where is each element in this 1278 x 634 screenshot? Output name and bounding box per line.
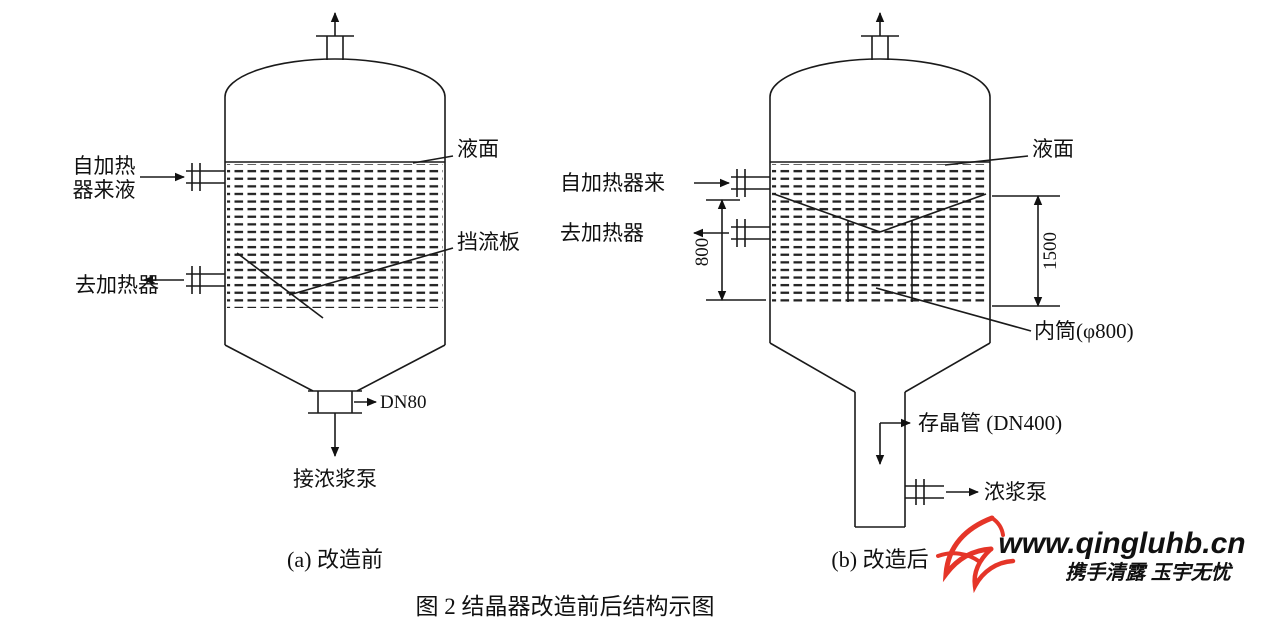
vessel-a-cone-right — [356, 344, 446, 392]
liquid-surface-label-a: 液面 — [457, 137, 499, 161]
subcaption-b: (b) 改造后 — [831, 547, 928, 572]
vessel-a-cone-left — [224, 344, 314, 392]
dim-1500-label: 1500 — [1040, 232, 1061, 270]
vessel-a-before — [140, 12, 454, 457]
vessel-a-dome — [224, 58, 446, 98]
pump-label-a: 接浓浆泵 — [293, 467, 377, 491]
liquid-surface-leader-b — [944, 155, 1029, 166]
liquid-surface-leader-a — [412, 155, 454, 164]
watermark: www.qingluhb.cn 携手清露 玉宇无忧 — [936, 515, 1246, 594]
pump-label-b: 浓浆泵 — [984, 480, 1047, 504]
pump-nozzle-b — [905, 479, 979, 505]
vessel-b-after — [693, 12, 1060, 528]
outlet-label-b: 去加热器 — [560, 221, 644, 245]
watermark-url: www.qingluhb.cn — [998, 527, 1245, 560]
bottom-nozzle-a — [308, 390, 377, 457]
inlet-label-b: 自加热器来 — [560, 171, 665, 195]
liquid-surface-label-b: 液面 — [1032, 137, 1074, 161]
inlet-label-a-line2: 器来液 — [73, 178, 136, 202]
inner-cylinder-label: 内筒(φ800) — [1034, 319, 1134, 343]
inner-cylinder — [773, 193, 987, 302]
vessel-b-dome — [769, 58, 991, 98]
baffle-plate-line — [236, 252, 324, 319]
inlet-label-a-line1: 自加热 — [73, 154, 136, 178]
baffle-label: 挡流板 — [457, 230, 520, 254]
dn80-label: DN80 — [380, 392, 426, 413]
outlet-label-a: 去加热器 — [75, 273, 159, 297]
vent-nozzle-b — [861, 12, 899, 60]
dimension-1500 — [992, 195, 1060, 307]
crystal-tube-label: 存晶管 (DN400) — [918, 411, 1062, 435]
inlet-nozzle-a — [140, 163, 225, 191]
watermark-slogan: 携手清露 玉宇无忧 — [1065, 561, 1234, 584]
inner-cylinder-leader — [875, 287, 1032, 332]
crystal-storage-tube — [854, 392, 911, 528]
liquid-hatch-b — [772, 164, 988, 302]
inlet-nozzle-b — [694, 169, 770, 197]
figure-caption: 图 2 结晶器改造前后结构示图 — [416, 594, 715, 619]
outlet-nozzle-a — [143, 266, 225, 294]
liquid-hatch-a — [227, 164, 443, 308]
phoenix-logo-icon — [936, 515, 1016, 594]
vessel-b-cone-right — [904, 342, 991, 393]
vessel-b-cone-left — [769, 342, 856, 393]
dim-800-label: 800 — [692, 238, 713, 267]
baffle-leader — [288, 247, 454, 296]
vent-nozzle-a — [316, 12, 354, 60]
subcaption-a: (a) 改造前 — [287, 547, 383, 572]
dimension-800 — [706, 199, 766, 301]
